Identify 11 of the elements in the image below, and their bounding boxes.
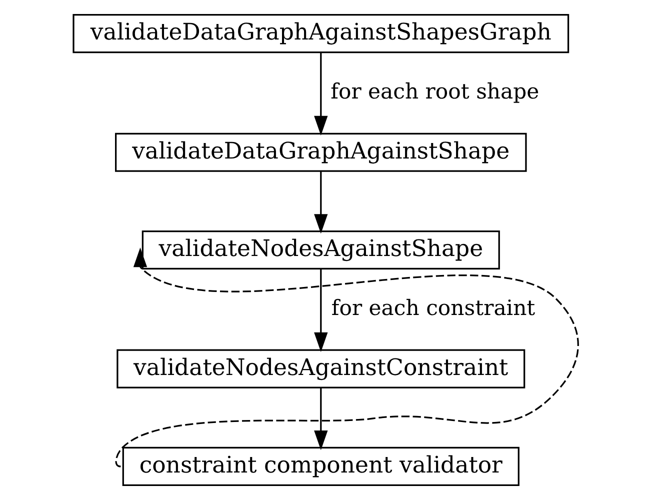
node-box: validateNodesAgainstShape [142,230,500,270]
node-box: validateNodesAgainstConstraint [116,349,526,388]
edge-label: for each root shape [330,78,540,104]
arrow [314,269,328,352]
node-box: validateDataGraphAgainstShape [115,132,527,172]
node-box: constraint component validator [122,446,520,486]
arrow [314,171,328,234]
arrow [314,52,328,136]
node-box: validateDataGraphAgainstShapesGraph [72,14,570,54]
arrow [314,388,328,450]
edge-label: for each constraint [331,294,536,320]
